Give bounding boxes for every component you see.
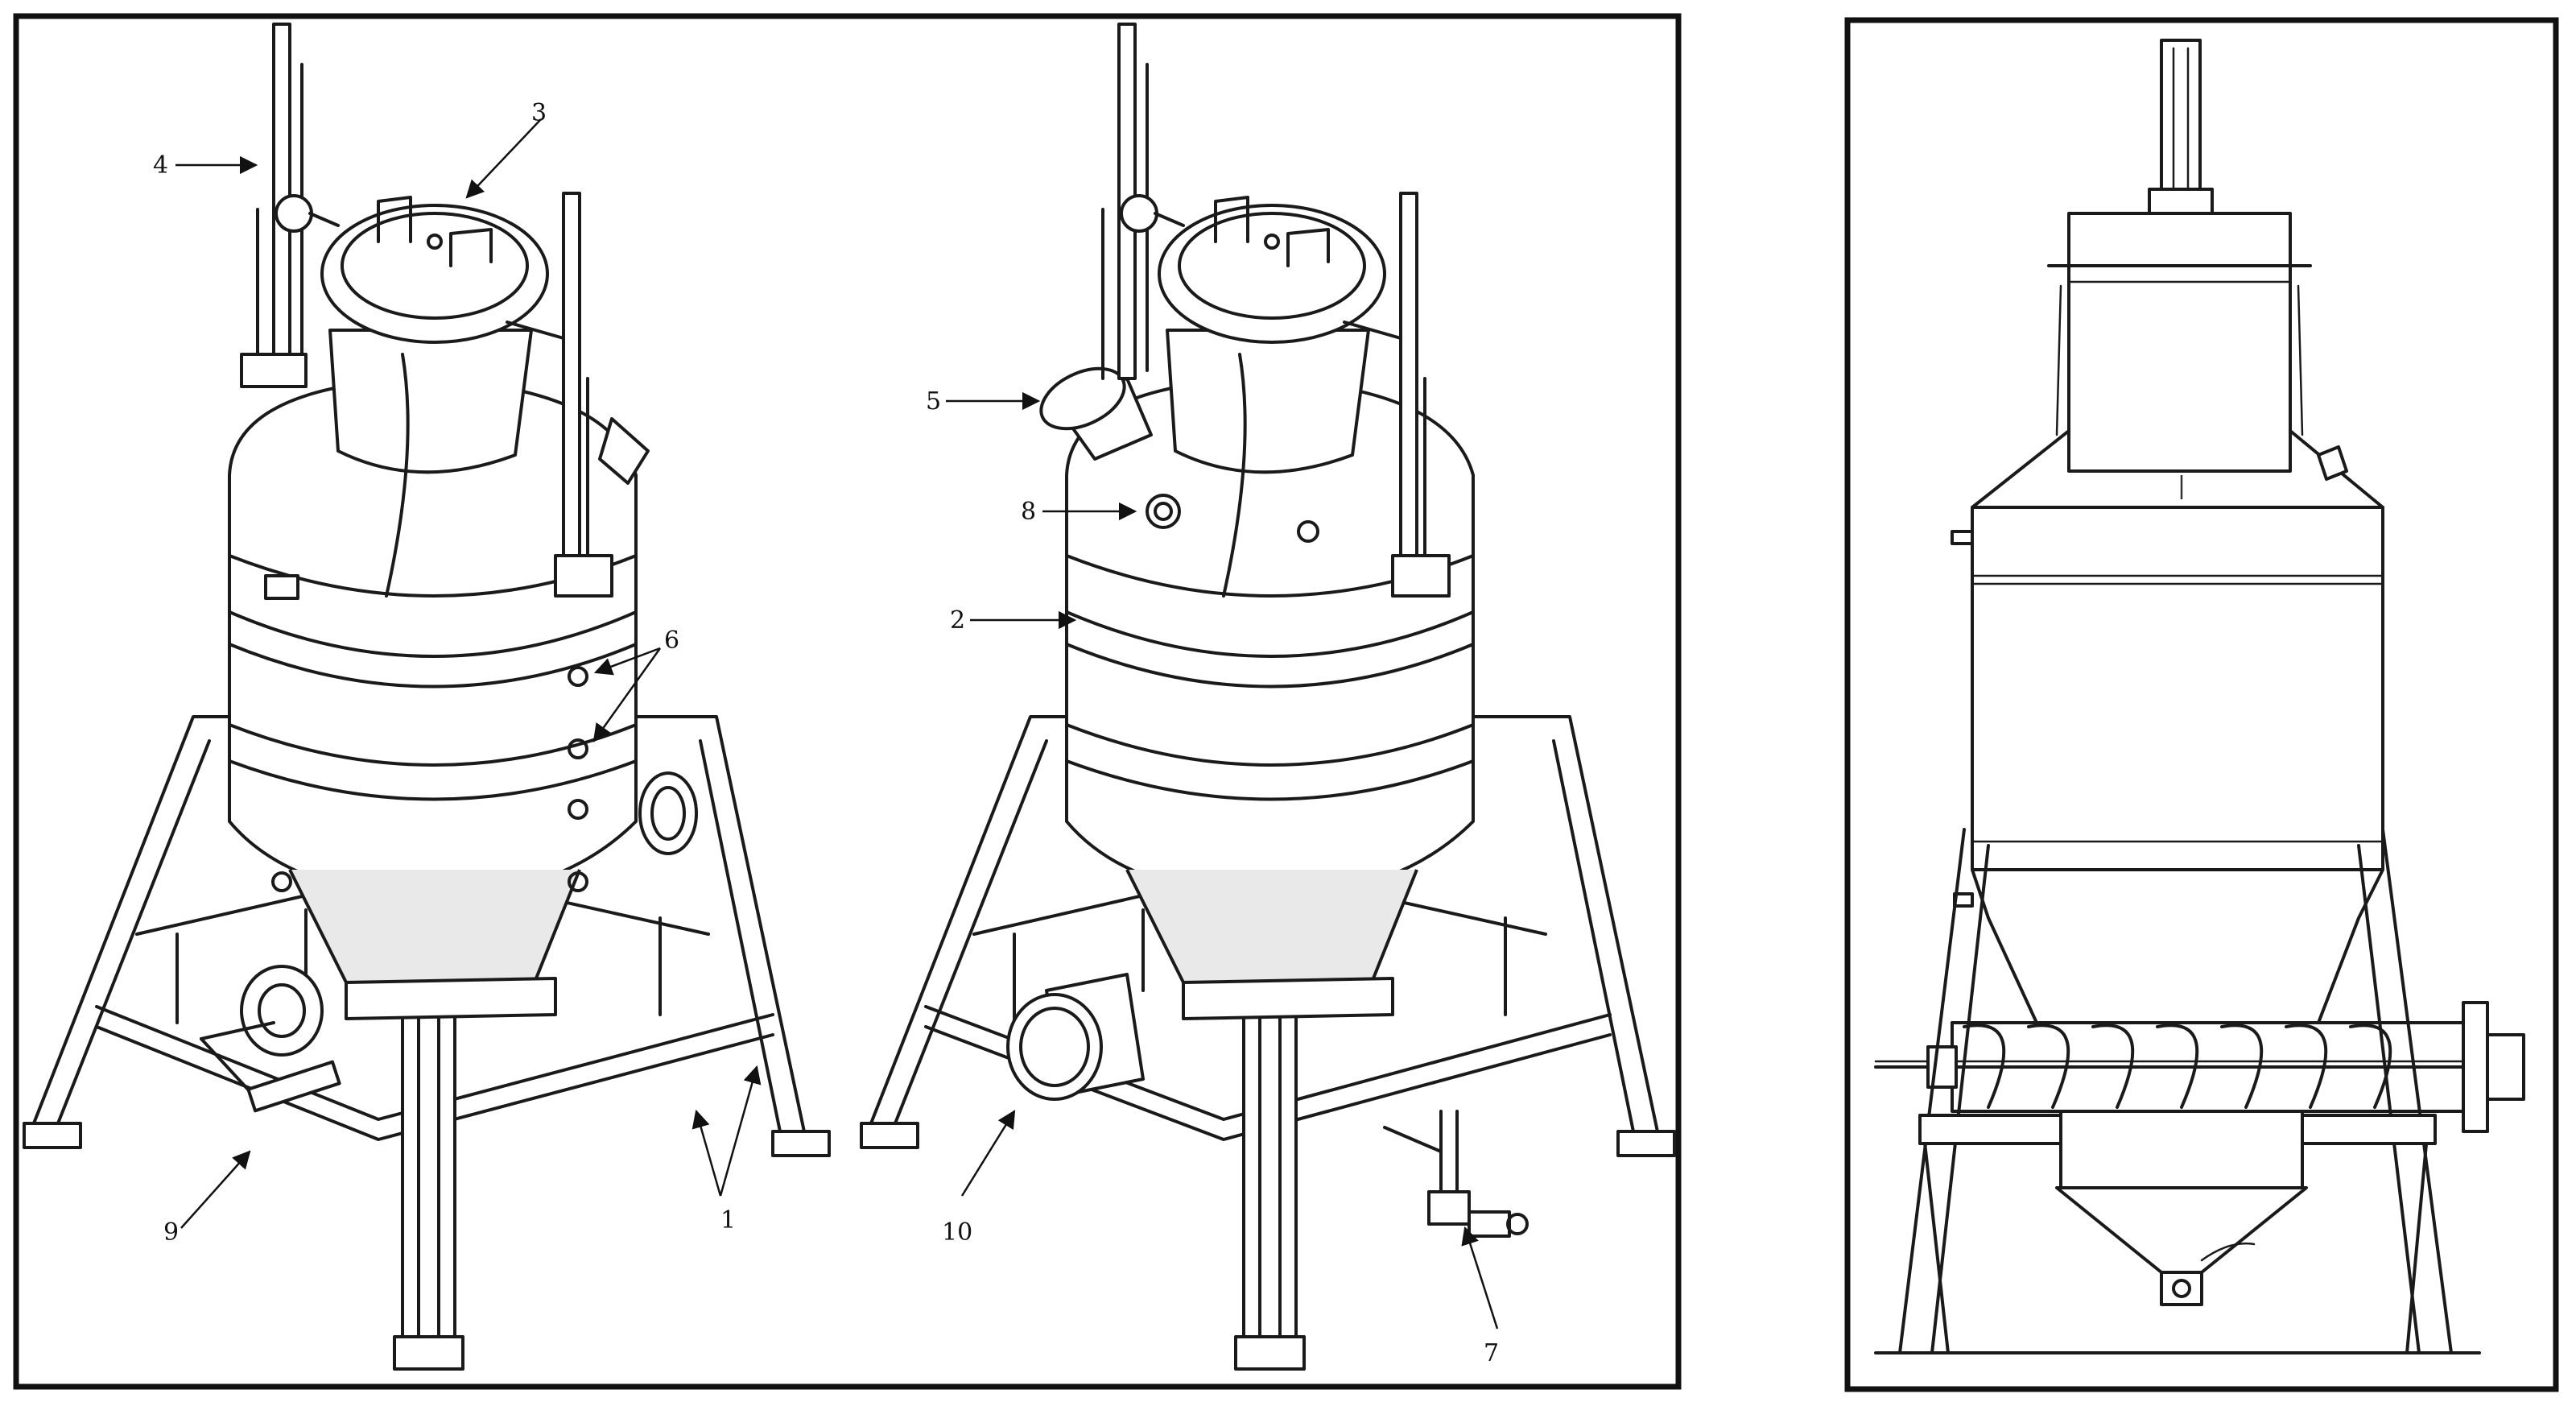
- upper-chamber: [2047, 212, 2312, 473]
- isometric-views-panel: 4 3 6 1 9 5 8 2 10 7: [13, 13, 1682, 1390]
- callout-1: 1: [720, 1206, 736, 1235]
- callout-5: 5: [926, 387, 941, 416]
- callout-2: 2: [950, 606, 965, 635]
- isometric-view-b: [860, 23, 1676, 1371]
- callout-6: 6: [664, 627, 679, 655]
- callout-9: 9: [163, 1218, 179, 1247]
- top-post: [2148, 39, 2214, 215]
- shoulder-cone: [1951, 429, 2384, 545]
- hopper-body-a: [200, 196, 698, 1113]
- lower-cone: [1971, 868, 2384, 1024]
- callout-10: 10: [942, 1218, 972, 1247]
- callout-7: 7: [1484, 1339, 1499, 1367]
- callouts: 4 3 6 1 9 5 8 2 10 7: [153, 99, 1499, 1367]
- callout-3: 3: [531, 99, 547, 127]
- lifting-posts-a: [240, 23, 650, 598]
- callout-4: 4: [153, 151, 168, 180]
- lifting-posts-b: [1101, 23, 1451, 598]
- discharge-hopper: [2055, 1110, 2308, 1306]
- isometric-view-a: [23, 23, 831, 1371]
- elevation-panel-frame: [1844, 17, 2559, 1392]
- main-cylinder: [1953, 506, 2384, 908]
- callout-8: 8: [1021, 498, 1036, 526]
- isometric-panel-frame: [13, 13, 1682, 1390]
- front-elevation-panel: [1844, 17, 2559, 1392]
- hopper-body-b: [1006, 196, 1475, 1101]
